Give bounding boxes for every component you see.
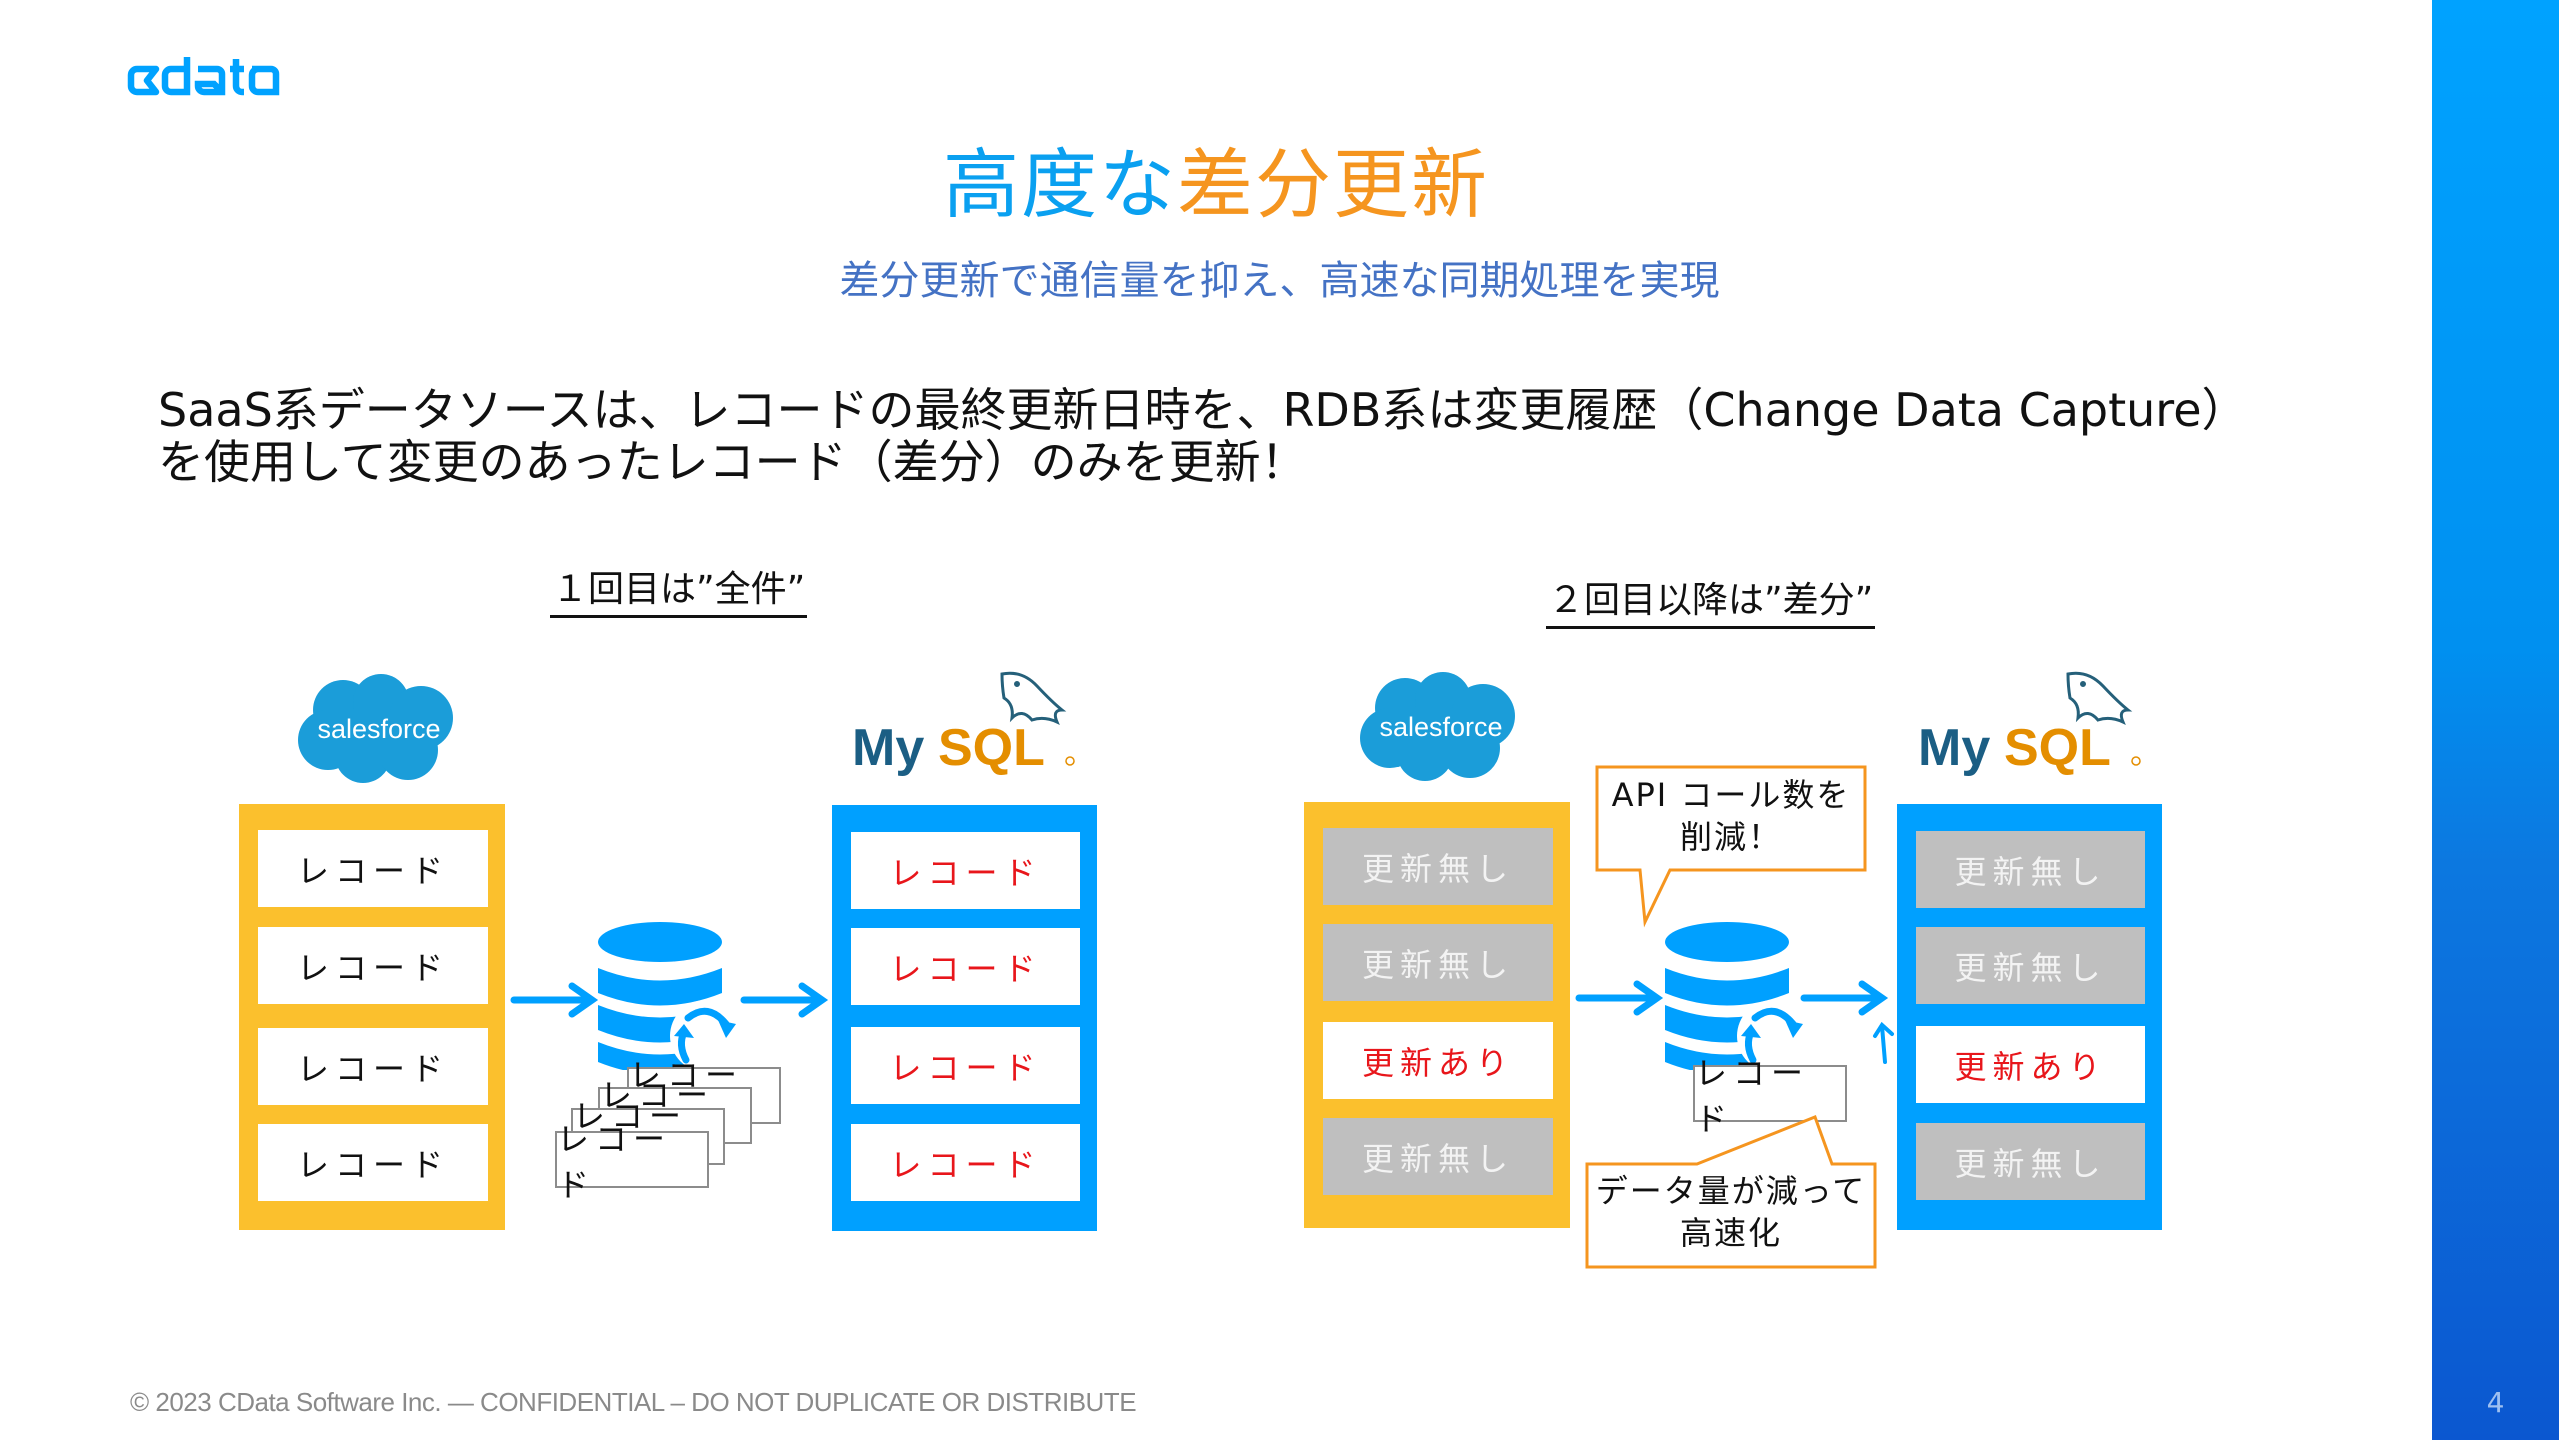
source-store-diff: 更新無し 更新無し 更新あり 更新無し (1304, 802, 1570, 1228)
target-store-diff: 更新無し 更新無し 更新あり 更新無し (1897, 804, 2162, 1230)
target-record-row: レコード (851, 1027, 1080, 1104)
callout-api-line-1: API コール数を (1611, 776, 1851, 814)
mysql-logo: My SQL (852, 668, 1082, 783)
full-sync-heading: １回目は”全件” (550, 567, 808, 618)
mysql-wordmark-sql: SQL (2004, 719, 2111, 777)
arrow-right-icon (1800, 978, 1890, 1018)
callout-data-line-2: 高速化 (1679, 1214, 1782, 1252)
mysql-wordmark-my: My (1918, 719, 1990, 777)
source-record-row-unchanged: 更新無し (1323, 1118, 1553, 1195)
transfer-record-card: レコード (555, 1120, 709, 1204)
arrow-up-small-icon (1870, 1020, 1900, 1065)
callout-api-text: API コール数を 削減！ (1597, 774, 1865, 858)
target-record-row: レコード (851, 1124, 1080, 1201)
footer-copyright: © 2023 CData Software Inc. — CONFIDENTIA… (130, 1387, 1137, 1417)
salesforce-wordmark: salesforce (1379, 712, 1502, 742)
source-record-row: レコード (258, 927, 488, 1004)
mysql-wordmark-my: My (852, 719, 924, 777)
arrow-right-icon (1575, 978, 1665, 1018)
target-record-row-unchanged: 更新無し (1916, 831, 2145, 908)
transfer-record-card: レコード (1693, 1054, 1847, 1138)
source-record-row-unchanged: 更新無し (1323, 924, 1553, 1001)
lead-line-1: SaaS系データソースは、レコードの最終更新日時を、RDB系は変更履歴（Chan… (158, 383, 2248, 437)
target-record-row-changed: 更新あり (1916, 1026, 2145, 1103)
source-store-full: レコード レコード レコード レコード (239, 804, 505, 1230)
source-record-row-unchanged: 更新無し (1323, 828, 1553, 905)
target-record-row-unchanged: 更新無し (1916, 1123, 2145, 1200)
target-record-row: レコード (851, 832, 1080, 909)
title-part-diff-update: 差分更新 (1177, 140, 1489, 229)
target-store-full: レコード レコード レコード レコード (832, 805, 1097, 1231)
diff-sync-heading: ２回目以降は”差分” (1546, 578, 1876, 629)
source-record-row: レコード (258, 1028, 488, 1105)
source-record-row: レコード (258, 830, 488, 907)
target-record-row-unchanged: 更新無し (1916, 927, 2145, 1004)
source-record-row: レコード (258, 1124, 488, 1201)
callout-api-line-2: 削減！ (1679, 818, 1782, 856)
slide-subtitle: 差分更新で通信量を抑え、高速な同期処理を実現 (839, 258, 1720, 304)
salesforce-cloud-icon (1360, 672, 1515, 781)
callout-data-text: データ量が減って 高速化 (1587, 1170, 1875, 1254)
source-record-row-changed: 更新あり (1323, 1022, 1553, 1099)
salesforce-logo: salesforce (1355, 668, 1525, 786)
salesforce-logo: salesforce (293, 670, 463, 788)
side-accent-strip (2432, 0, 2559, 1440)
salesforce-cloud-icon (298, 674, 453, 783)
slide-title: 高度な差分更新 (0, 140, 2432, 230)
mysql-dolphin-icon (1000, 671, 1067, 725)
target-record-row: レコード (851, 928, 1080, 1005)
lead-paragraph: SaaS系データソースは、レコードの最終更新日時を、RDB系は変更履歴（Chan… (158, 384, 2408, 488)
callout-data-line-1: データ量が減って (1595, 1172, 1867, 1210)
salesforce-wordmark: salesforce (317, 714, 440, 744)
title-part-advanced: 高度な (943, 140, 1177, 229)
lead-line-2: を使用して変更のあったレコード（差分）のみを更新！ (158, 435, 1307, 489)
mysql-dolphin-icon (2066, 671, 2133, 725)
cdata-logo (126, 55, 296, 100)
callout-data-volume: データ量が減って 高速化 (1582, 1112, 1882, 1274)
database-sync-icon (598, 920, 742, 1075)
mysql-logo: My SQL (1918, 668, 2148, 783)
page-number: 4 (2486, 1386, 2505, 1419)
mysql-wordmark-sql: SQL (938, 719, 1045, 777)
callout-api-calls: API コール数を 削減！ (1590, 762, 1880, 932)
arrow-right-icon (740, 980, 830, 1020)
arrow-right-icon (510, 980, 600, 1020)
